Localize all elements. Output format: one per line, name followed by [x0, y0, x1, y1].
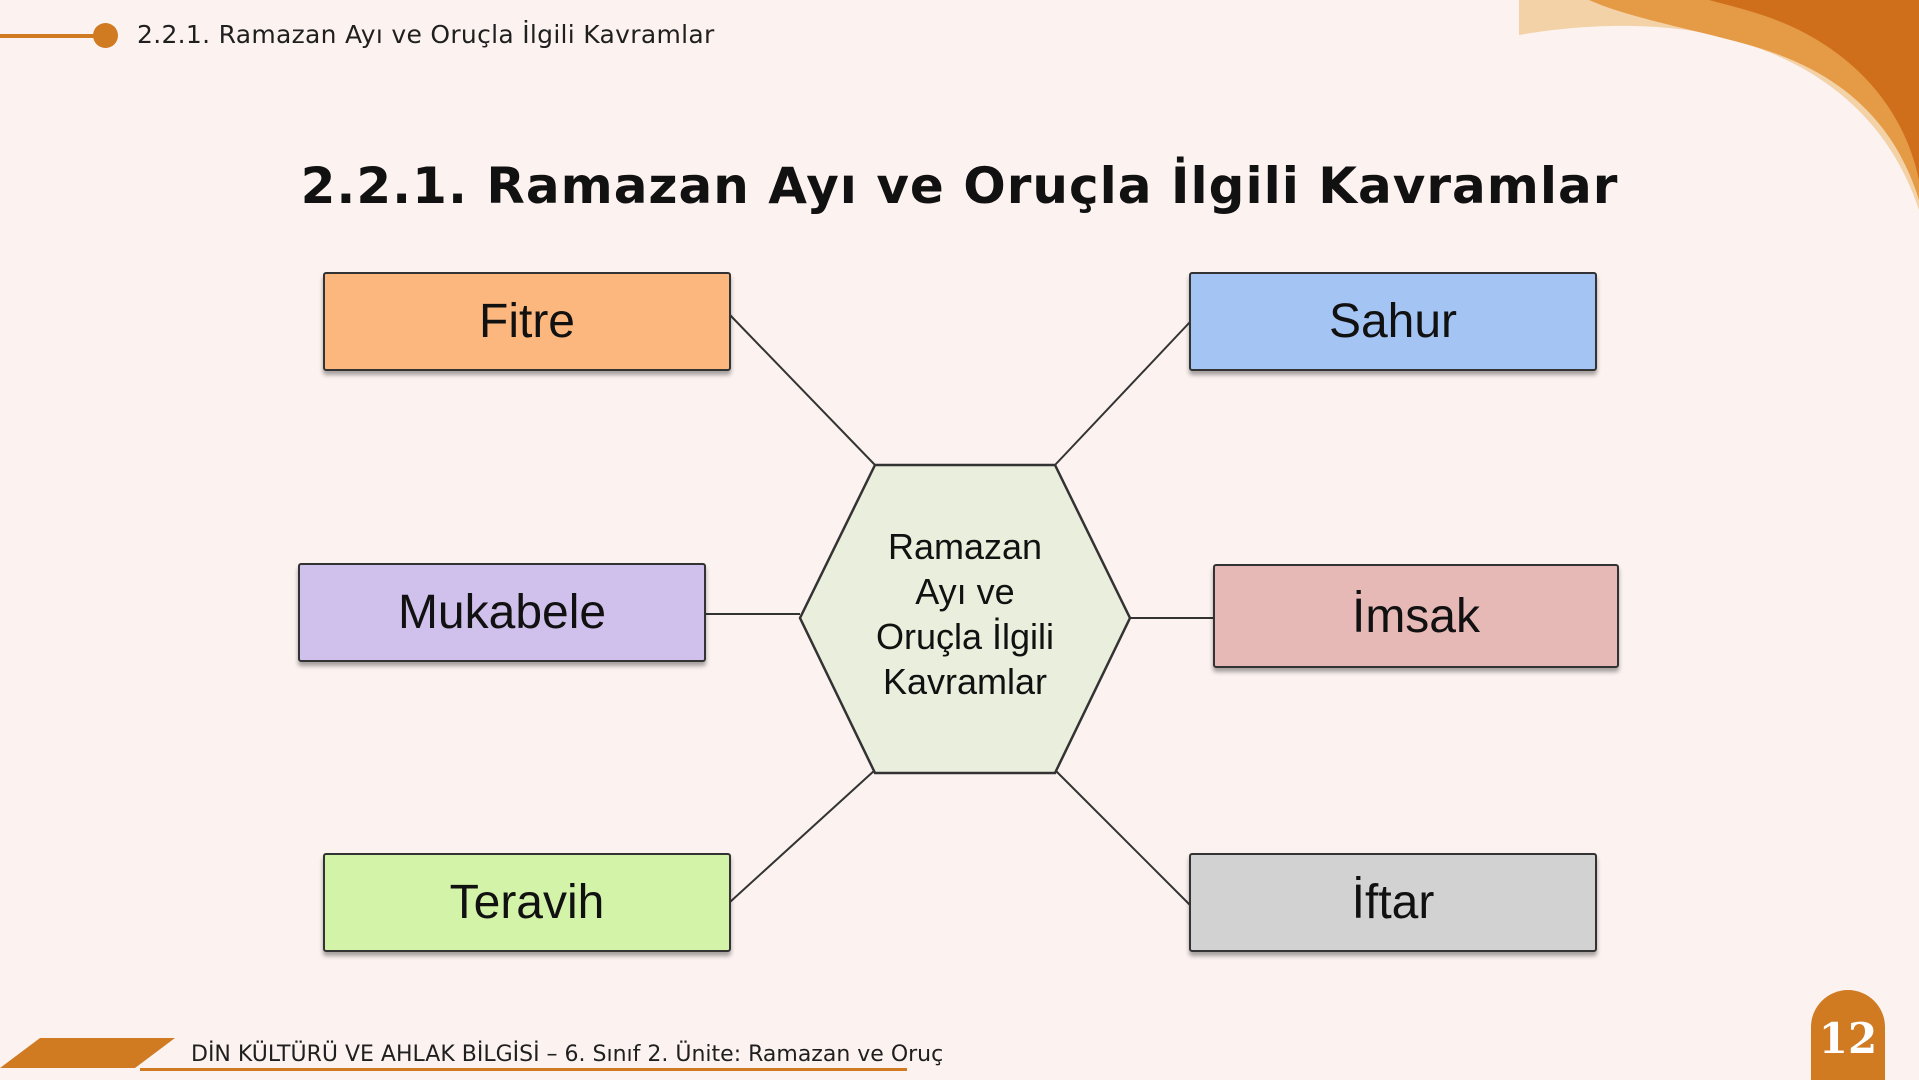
center-line-3: Oruçla İlgili	[875, 616, 1055, 657]
breadcrumb: 2.2.1. Ramazan Ayı ve Oruçla İlgili Kavr…	[137, 20, 715, 49]
page-number: 12	[1811, 990, 1885, 1080]
center-line-4: Kavramlar	[882, 661, 1048, 702]
node-mukabele: Mukabele	[298, 563, 706, 662]
connector-fitre	[729, 314, 876, 466]
header-line	[0, 34, 100, 38]
footer-text: DİN KÜLTÜRÜ VE AHLAK BİLGİSİ – 6. Sınıf …	[191, 1042, 944, 1067]
center-hexagon	[798, 463, 1132, 775]
node-teravih: Teravih	[323, 853, 731, 952]
footer-underline	[140, 1068, 907, 1071]
center-line-1: Ramazan	[887, 526, 1043, 567]
corner-decoration	[1519, 0, 1919, 210]
connector-teravih	[729, 769, 876, 903]
header-dot	[93, 23, 118, 48]
connector-iftar	[1054, 769, 1191, 906]
center-line-2: Ayı ve	[915, 571, 1015, 612]
footer-accent	[0, 1038, 175, 1068]
center-label: Ramazan Ayı ve Oruçla İlgili Kavramlar	[815, 524, 1115, 704]
node-iftar: İftar	[1189, 853, 1597, 952]
connector-sahur	[1054, 321, 1191, 466]
node-imsak: İmsak	[1213, 564, 1619, 668]
page-title: 2.2.1. Ramazan Ayı ve Oruçla İlgili Kavr…	[300, 157, 1619, 215]
node-sahur: Sahur	[1189, 272, 1597, 371]
node-fitre: Fitre	[323, 272, 731, 371]
